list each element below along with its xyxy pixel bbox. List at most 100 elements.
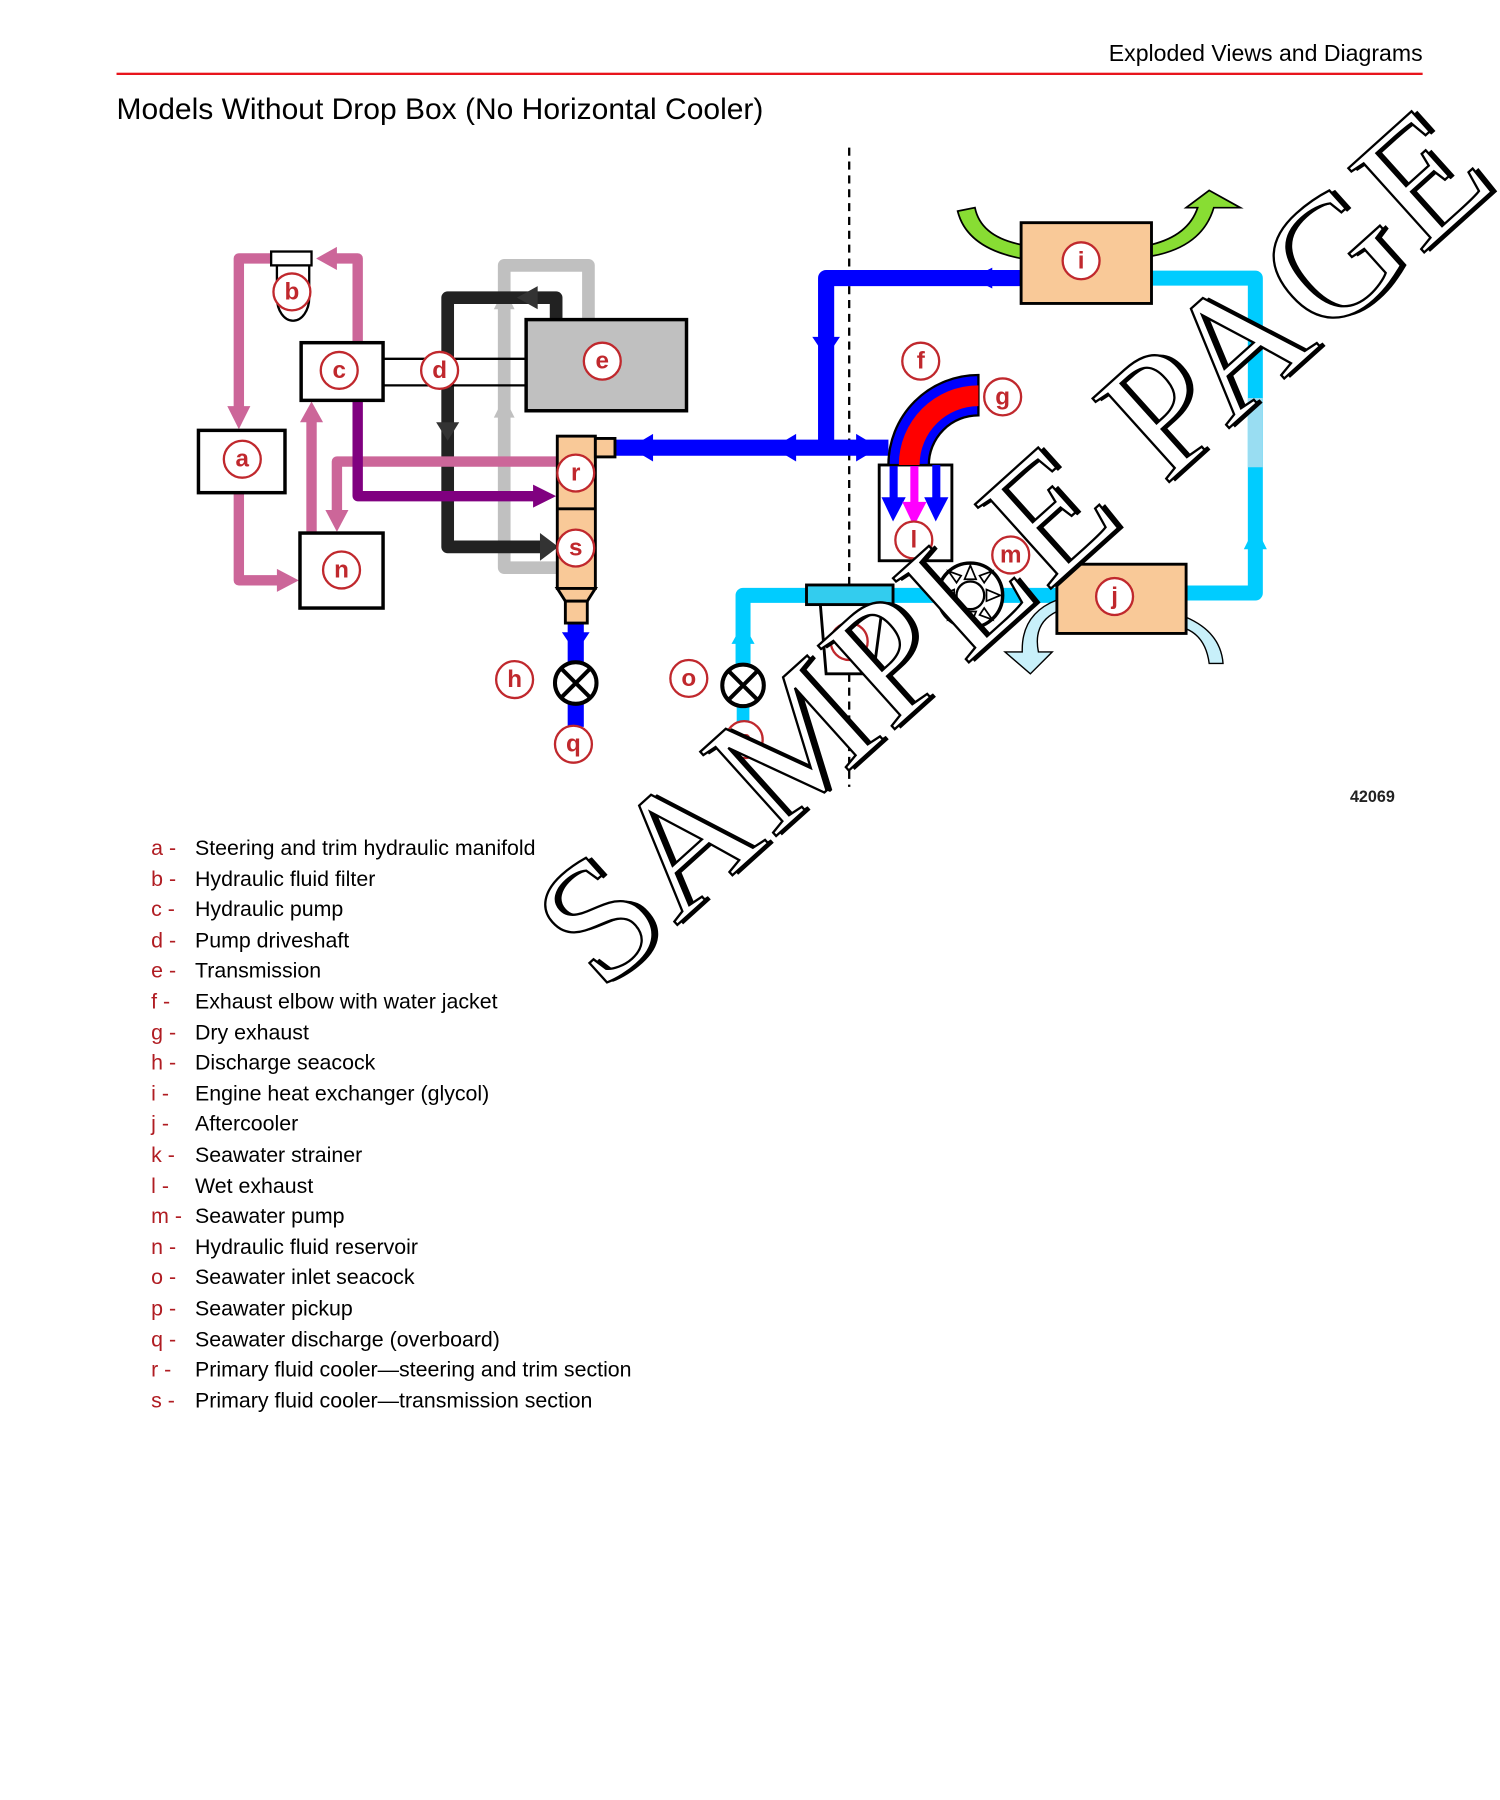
- legend-text: Seawater discharge (overboard): [194, 1326, 500, 1351]
- legend-key: s -: [151, 1387, 175, 1412]
- legend-item: r - Primary fluid cooler—steering and tri…: [151, 1357, 631, 1388]
- discharge-seacock: [552, 660, 599, 706]
- legend-key: h -: [151, 1050, 177, 1075]
- svg-text:l: l: [910, 526, 917, 553]
- legend-item: n - Hydraulic fluid reservoir: [151, 1234, 631, 1265]
- label-g: g: [983, 377, 1023, 417]
- svg-text:q: q: [566, 731, 581, 758]
- hydraulic-lines: [227, 246, 557, 592]
- legend-item: i - Engine heat exchanger (glycol): [151, 1081, 631, 1112]
- transmission-return-line: [493, 259, 595, 575]
- label-s: s: [556, 528, 596, 568]
- legend-key: j -: [151, 1111, 169, 1136]
- legend-text: Seawater strainer: [194, 1142, 363, 1167]
- label-c: c: [319, 350, 359, 390]
- svg-text:r: r: [571, 460, 581, 487]
- legend-key: p -: [151, 1295, 177, 1320]
- svg-text:b: b: [285, 278, 300, 305]
- legend-text: Pump driveshaft: [194, 927, 350, 952]
- legend-key: g -: [151, 1019, 177, 1044]
- legend-text: Wet exhaust: [194, 1172, 314, 1198]
- svg-text:p: p: [737, 726, 752, 753]
- inlet-seacock: [720, 662, 766, 709]
- legend-item: d - Pump driveshaft: [151, 927, 631, 958]
- legend-text: Primary fluid cooler—transmission sectio…: [194, 1387, 593, 1412]
- exhaust-flow-arrows: [881, 464, 949, 527]
- label-r: r: [556, 453, 596, 493]
- legend-item: p - Seawater pickup: [151, 1296, 631, 1327]
- legend-text: Dry exhaust: [194, 1019, 309, 1044]
- label-f: f: [901, 341, 941, 381]
- svg-text:j: j: [1110, 583, 1118, 610]
- svg-text:h: h: [507, 666, 522, 693]
- svg-text:e: e: [596, 348, 609, 375]
- legend-key: n -: [151, 1234, 177, 1259]
- aftercooler-arrows: [1003, 598, 1224, 675]
- label-q: q: [553, 724, 594, 764]
- page-title: Models Without Drop Box (No Horizontal C…: [116, 91, 764, 126]
- legend-key: a -: [151, 835, 177, 860]
- legend-key: m -: [151, 1203, 182, 1228]
- label-h: h: [494, 659, 535, 700]
- legend-text: Aftercooler: [194, 1111, 299, 1136]
- legend-item: k - Seawater strainer: [151, 1142, 631, 1173]
- label-e: e: [582, 341, 622, 381]
- svg-text:i: i: [1078, 247, 1085, 274]
- legend-key: c -: [151, 896, 175, 921]
- legend-item: s - Primary fluid cooler—transmission sec…: [151, 1388, 631, 1419]
- legend-text: Hydraulic fluid reservoir: [194, 1234, 419, 1259]
- legend-text: Seawater pump: [194, 1203, 345, 1228]
- legend-key: e -: [151, 958, 177, 983]
- label-a: a: [222, 439, 262, 479]
- label-n: n: [321, 550, 362, 590]
- label-m: m: [991, 535, 1031, 575]
- label-p: p: [724, 719, 764, 760]
- legend-item: c - Hydraulic pump: [151, 897, 631, 928]
- label-i: i: [1061, 241, 1101, 281]
- legend-key: f -: [151, 988, 171, 1014]
- legend-text: Engine heat exchanger (glycol): [194, 1080, 490, 1106]
- legend-text: Exhaust elbow with water jacket: [194, 988, 498, 1014]
- legend-item: h -Discharge seacock: [151, 1050, 631, 1081]
- transmission-fluid-line: [436, 286, 563, 561]
- legend-item: a -Steering and trim hydraulic manifold: [151, 835, 631, 866]
- svg-text:s: s: [569, 535, 582, 562]
- svg-text:o: o: [681, 665, 696, 692]
- header-rule: [116, 72, 1423, 75]
- section-header: Exploded Views and Diagrams: [1108, 41, 1423, 67]
- pump-pressure-line: [352, 400, 557, 508]
- exhaust-elbow: [887, 373, 980, 467]
- legend-item: m - Seawater pump: [151, 1204, 631, 1235]
- label-b: b: [272, 272, 312, 312]
- legend-key: d -: [151, 927, 177, 952]
- seawater-pump: [936, 561, 1005, 630]
- legend: a -Steering and trim hydraulic manifold …: [151, 835, 631, 1418]
- svg-text:k: k: [842, 628, 856, 655]
- legend-key: r -: [151, 1356, 172, 1382]
- svg-text:m: m: [1000, 541, 1022, 568]
- legend-key: b -: [151, 866, 177, 891]
- legend-item: l -Wet exhaust: [151, 1173, 631, 1204]
- svg-text:g: g: [995, 383, 1010, 410]
- legend-text: Primary fluid cooler—steering and trim s…: [194, 1356, 632, 1382]
- legend-item: f - Exhaust elbow with water jacket: [151, 989, 631, 1020]
- legend-key: k -: [151, 1142, 175, 1167]
- svg-text:f: f: [917, 348, 926, 375]
- label-o: o: [669, 658, 709, 699]
- legend-text: Seawater pickup: [194, 1295, 353, 1320]
- legend-text: Seawater inlet seacock: [194, 1264, 415, 1290]
- svg-text:a: a: [236, 446, 250, 473]
- svg-text:n: n: [334, 556, 349, 583]
- legend-key: o -: [151, 1264, 177, 1290]
- legend-text: Transmission: [194, 958, 322, 983]
- label-k: k: [829, 621, 869, 662]
- legend-key: i -: [151, 1080, 169, 1106]
- cooling-diagram: a b c d e f g h i j k l m n o p q r s: [196, 147, 1267, 787]
- legend-item: j - Aftercooler: [151, 1112, 631, 1143]
- legend-item: g - Dry exhaust: [151, 1019, 631, 1050]
- legend-item: q -Seawater discharge (overboard): [151, 1326, 631, 1357]
- legend-text: Hydraulic fluid filter: [194, 866, 376, 891]
- legend-text: Hydraulic pump: [194, 896, 344, 921]
- legend-item: o - Seawater inlet seacock: [151, 1265, 631, 1296]
